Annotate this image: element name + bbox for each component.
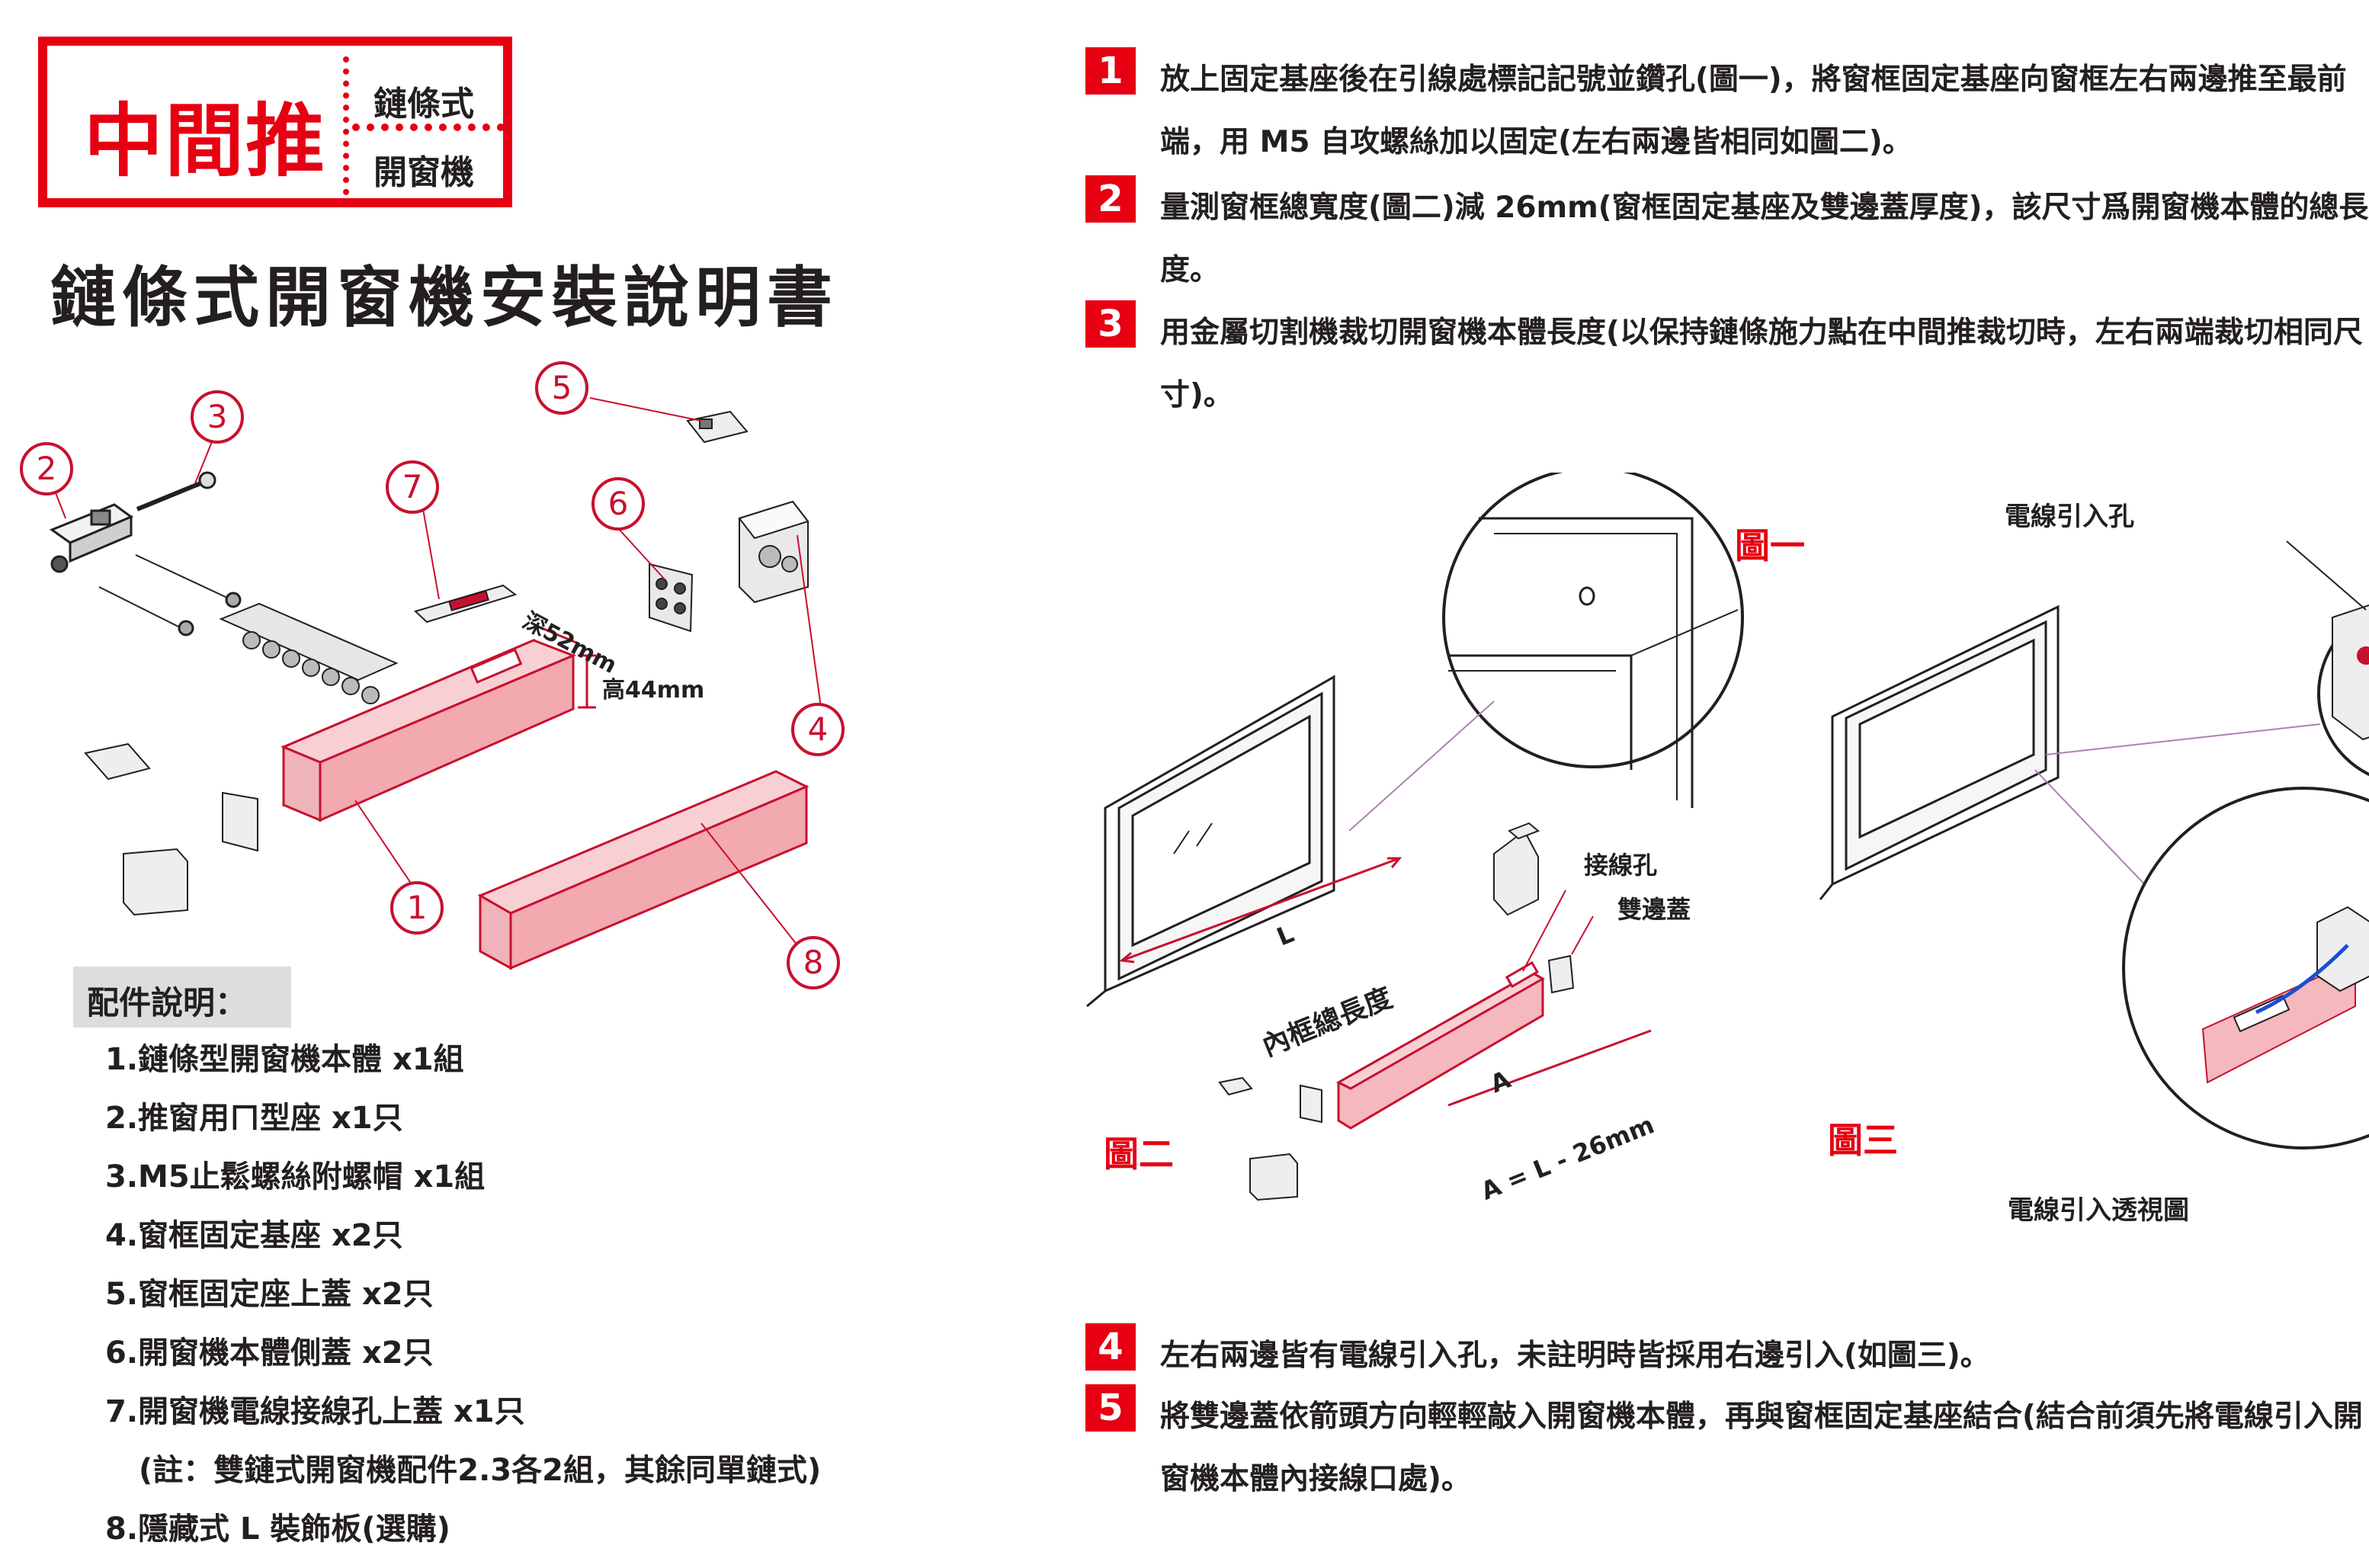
- fig2-base-cover: [1508, 822, 1540, 840]
- parts-list: 1.鏈條型開窗機本體 x1組 2.推窗用ㄇ型座 x1只 3.M5止鬆螺絲附螺帽 …: [105, 1037, 821, 1565]
- double-cover-label: 雙邊蓋: [1617, 895, 1691, 924]
- step-text: 左右兩邊皆有電線引入孔，未註明時皆採用右邊引入(如圖三)。: [1160, 1339, 1990, 1373]
- callout-2: 2: [20, 442, 73, 495]
- callout-4: 4: [791, 703, 845, 756]
- small-cover-part: [84, 742, 151, 781]
- fig2-small-base: [1249, 1153, 1298, 1201]
- fig3-label: 圖三: [1828, 1120, 1898, 1161]
- base-top-cover-part: [686, 410, 749, 444]
- logo-main-text: 中間推: [84, 94, 327, 188]
- logo-chain-horizontal: [352, 123, 505, 136]
- step-number: 3: [1085, 300, 1136, 348]
- wire-entry-label: 電線引入孔: [2005, 502, 2134, 532]
- parts-title-box: 配件說明：: [73, 967, 291, 1028]
- step-text: 量測窗框總寬度(圖二)減 26mm(窗框固定基座及雙邊蓋厚度)，該尺寸爲開窗機本…: [1160, 191, 2369, 287]
- parts-title: 配件說明：: [87, 984, 248, 1021]
- fig2-side-cover: [1547, 954, 1575, 994]
- fig2-frame-base: [1493, 829, 1539, 916]
- u-bracket-part: [49, 503, 134, 573]
- list-item: 8.隱藏式 L 裝飾板(選購): [105, 1512, 450, 1547]
- callout-5: 5: [535, 361, 588, 415]
- wire-hole-label: 接線孔: [1584, 851, 1658, 880]
- height-dimension: 高44mm: [602, 677, 705, 704]
- side-cover-part: [649, 563, 694, 633]
- logo-line2: 開窗機: [373, 153, 474, 192]
- step-number: 1: [1085, 47, 1136, 95]
- exploded-parts-diagram: [46, 397, 824, 970]
- list-item: 4.窗框固定基座 x2只: [105, 1218, 403, 1253]
- chain-body: [219, 602, 399, 704]
- wire-hole-cover-part: [414, 584, 518, 624]
- callout-8: 8: [787, 936, 840, 989]
- list-item: 6.開窗機本體側蓋 x2只: [105, 1336, 434, 1371]
- fig1-label: 圖一: [1735, 525, 1805, 566]
- step-number: 2: [1085, 175, 1136, 223]
- fig2-window: [1086, 675, 1335, 1008]
- step-text: 放上固定基座後在引線處標記記號並鑽孔(圖一)，將窗框固定基座向窗框左右兩邊推至最…: [1160, 63, 2347, 159]
- m5-screw-part: [136, 471, 216, 511]
- fig1-magnifier: [1442, 473, 1744, 808]
- step-number: 4: [1085, 1323, 1136, 1371]
- logo-line1: 鏈條式: [373, 85, 474, 123]
- callout-7: 7: [386, 460, 439, 514]
- fig2-opener-body: [1335, 960, 1546, 1130]
- wire-view-label: 電線引入透視圖: [2008, 1195, 2189, 1226]
- small-base-part: [123, 848, 188, 916]
- fig3-top-magnifier: [2317, 604, 2369, 777]
- fig3-bottom-magnifier: [2122, 787, 2369, 1150]
- fig2-small-side: [1300, 1084, 1322, 1124]
- installation-diagram: [1086, 473, 2369, 1201]
- callout-1: 1: [390, 881, 444, 935]
- list-item: 2.推窗用ㄇ型座 x1只: [105, 1101, 403, 1136]
- fig3-window: [1819, 604, 2060, 900]
- page-title: 鏈條式開窗機安裝說明書: [50, 260, 838, 336]
- l-decorative-plate: [477, 770, 809, 970]
- list-item: 5.窗框固定座上蓋 x2只: [105, 1277, 434, 1312]
- step-number: 5: [1085, 1384, 1136, 1432]
- step-text: 將雙邊蓋依箭頭方向輕輕敲入開窗機本體，再與窗框固定基座結合(結合前須先將電線引入…: [1160, 1400, 2363, 1496]
- callout-3: 3: [191, 390, 244, 444]
- parts-note: (註：雙鏈式開窗機配件2.3各2組，其餘同單鏈式): [139, 1453, 822, 1488]
- fig2-small-cover: [1218, 1076, 1253, 1096]
- small-side-cover-part: [222, 791, 258, 852]
- frame-base-part: [738, 500, 809, 604]
- fig2-label: 圖二: [1104, 1134, 1174, 1175]
- logo-chain-vertical: [343, 56, 360, 195]
- list-item: 1.鏈條型開窗機本體 x1組: [105, 1042, 464, 1077]
- step-text: 用金屬切割機裁切開窗機本體長度(以保持鏈條施力點在中間推裁切時，左右兩端裁切相同…: [1160, 316, 2363, 412]
- list-item: 3.M5止鬆螺絲附螺帽 x1組: [105, 1159, 486, 1194]
- callout-6: 6: [591, 477, 645, 531]
- opener-main-body: [280, 638, 577, 822]
- list-item: 7.開窗機電線接線孔上蓋 x1只: [105, 1394, 525, 1429]
- brand-logo: 中間推 鏈條式 開窗機: [38, 37, 512, 207]
